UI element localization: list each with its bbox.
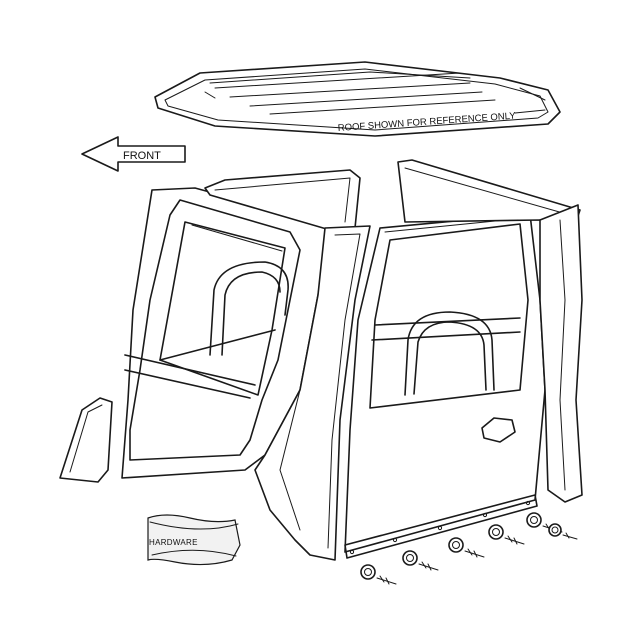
right-rear-corner-panel — [539, 204, 583, 503]
roof-panel — [154, 61, 561, 137]
hardware-label: HARDWARE — [149, 538, 198, 547]
center-quarter-panel — [254, 225, 371, 561]
hardware-bag: HARDWARE — [147, 514, 241, 566]
right-door-panel — [344, 213, 546, 559]
left-door-panel — [121, 187, 331, 479]
fastener-row — [360, 512, 578, 585]
rear-upper-panel — [204, 169, 361, 231]
snap-fastener — [448, 537, 485, 558]
snap-fastener — [360, 564, 397, 585]
snap-fastener — [402, 550, 439, 571]
snap-fastener — [548, 523, 578, 540]
front-arrow — [81, 136, 186, 172]
snap-fastener — [488, 524, 525, 545]
front-label: FRONT — [123, 150, 161, 162]
left-front-flap — [59, 397, 113, 483]
